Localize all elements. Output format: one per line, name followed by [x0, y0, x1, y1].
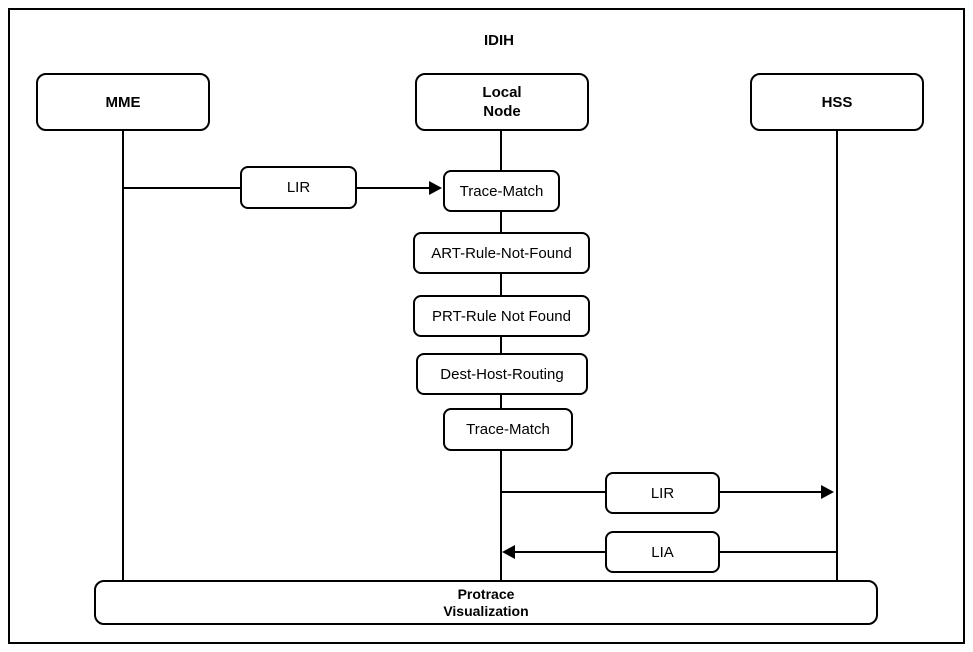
- message-lia-hss-to-node: LIA: [605, 531, 720, 573]
- lir-to-hss-line-right: [720, 491, 822, 493]
- local-node-lifeline-segment-2: [500, 212, 502, 232]
- protrace-visualization-label: Protrace Visualization: [443, 585, 529, 619]
- process-trace-match-2: Trace-Match: [443, 408, 573, 451]
- message-lir-node-to-hss-label: LIR: [650, 484, 675, 502]
- local-node-lifeline-segment-4: [500, 337, 502, 353]
- mme-lifeline: [122, 131, 124, 580]
- lia-arrowhead-icon: [502, 545, 515, 559]
- actor-mme-label: MME: [105, 93, 141, 111]
- lir-request-line-left: [123, 187, 240, 189]
- process-dest-host-routing-label: Dest-Host-Routing: [440, 365, 564, 383]
- process-prt-rule-not-found-label: PRT-Rule Not Found: [432, 307, 571, 325]
- actor-local-node-label: Local Node: [482, 84, 522, 120]
- actor-local-node: Local Node: [415, 73, 589, 131]
- message-lir-mme-to-node-label: LIR: [286, 179, 311, 196]
- process-trace-match-2-label: Trace-Match: [466, 421, 550, 438]
- actor-hss: HSS: [750, 73, 924, 131]
- local-node-lifeline-segment-3: [500, 274, 502, 295]
- process-art-rule-not-found-label: ART-Rule-Not-Found: [431, 244, 572, 262]
- message-lir-mme-to-node: LIR: [240, 166, 357, 209]
- diagram-border: [8, 8, 965, 644]
- lir-request-arrowhead-icon: [429, 181, 442, 195]
- process-prt-rule-not-found: PRT-Rule Not Found: [413, 295, 590, 337]
- process-dest-host-routing: Dest-Host-Routing: [416, 353, 588, 395]
- lir-to-hss-arrowhead-icon: [821, 485, 834, 499]
- hss-lifeline: [836, 131, 838, 580]
- local-node-lifeline-segment-6: [500, 451, 502, 580]
- lir-request-line-right: [357, 187, 430, 189]
- local-node-lifeline-segment-1: [500, 131, 502, 170]
- message-lia-hss-to-node-label: LIA: [651, 543, 674, 561]
- message-lir-node-to-hss: LIR: [605, 472, 720, 514]
- lir-to-hss-line-left: [502, 491, 605, 493]
- process-trace-match-1-label: Trace-Match: [459, 182, 544, 200]
- diagram-title: IDIH: [484, 32, 514, 49]
- local-node-lifeline-segment-5: [500, 395, 502, 408]
- actor-hss-label: HSS: [821, 93, 853, 111]
- process-art-rule-not-found: ART-Rule-Not-Found: [413, 232, 590, 274]
- actor-mme: MME: [36, 73, 210, 131]
- protrace-visualization-box: Protrace Visualization: [94, 580, 878, 625]
- process-trace-match-1: Trace-Match: [443, 170, 560, 212]
- lia-line-right: [720, 551, 837, 553]
- lia-line-left: [515, 551, 605, 553]
